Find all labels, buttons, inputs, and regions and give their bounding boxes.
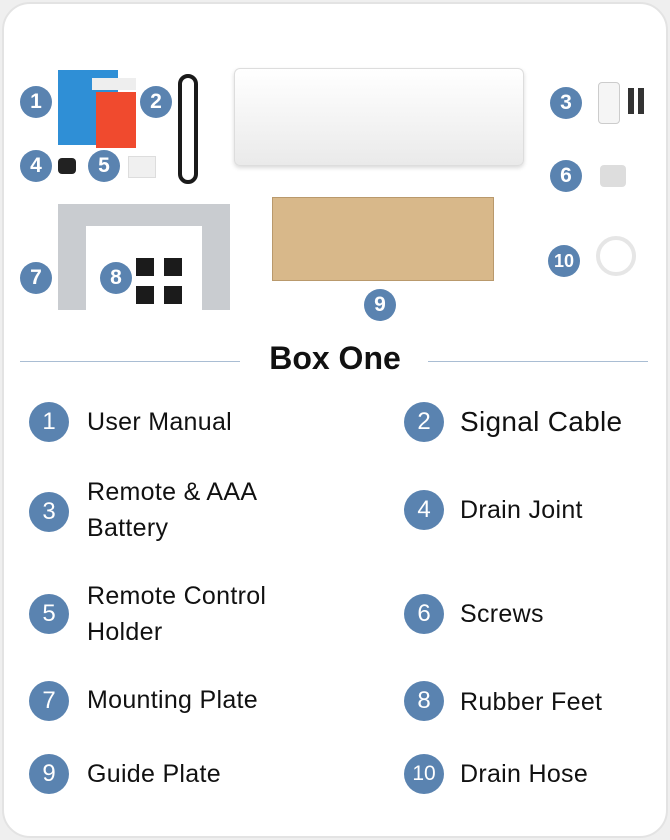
drain-joint-image [58,158,76,174]
remote-image [598,82,620,124]
screws-image [600,165,626,187]
mounting-plate-image [58,204,228,226]
warranty-card-image [92,78,136,90]
item-label: Mounting Plate [87,686,258,714]
image-badge-6: 6 [550,160,582,192]
image-badge-4: 4 [20,150,52,182]
item-label: Signal Cable [460,406,623,437]
warranty-booklet-image [96,92,136,148]
item-label: Rubber Feet [460,688,603,716]
divider-left [20,361,240,362]
mounting-plate-leg-left [58,204,86,310]
drain-hose-image [596,236,636,276]
item-number: 1 [29,402,69,442]
item-label: Remote & AAA Battery [87,478,256,542]
image-badge-10: 10 [548,245,580,277]
remote-holder-image [128,156,156,178]
item-number: 8 [404,681,444,721]
image-badge-1: 1 [20,86,52,118]
signal-cable-image [178,74,198,184]
guide-plate-image [272,197,494,281]
image-badge-9: 9 [364,289,396,321]
indoor-unit-image [234,68,524,166]
mounting-plate-leg-right [202,204,230,310]
image-badge-2: 2 [140,86,172,118]
item-number: 4 [404,490,444,530]
image-badge-8: 8 [100,262,132,294]
rubber-feet-image [136,258,184,304]
image-badge-5: 5 [88,150,120,182]
item-label: Drain Hose [460,760,589,788]
item-label: Drain Joint [460,496,583,524]
image-badge-7: 7 [20,262,52,294]
divider-right [428,361,648,362]
item-label: Screws [460,600,544,628]
item-label: Remote Control Holder [87,582,267,646]
item-label: Guide Plate [87,760,221,788]
item-number: 7 [29,681,69,721]
image-badge-3: 3 [550,87,582,119]
item-number: 5 [29,594,69,634]
item-number: 10 [404,754,444,794]
item-number: 3 [29,492,69,532]
batteries-image [628,88,644,114]
item-number: 6 [404,594,444,634]
section-title: Box One [269,340,401,376]
item-number: 2 [404,402,444,442]
item-label: User Manual [87,408,233,436]
item-number: 9 [29,754,69,794]
